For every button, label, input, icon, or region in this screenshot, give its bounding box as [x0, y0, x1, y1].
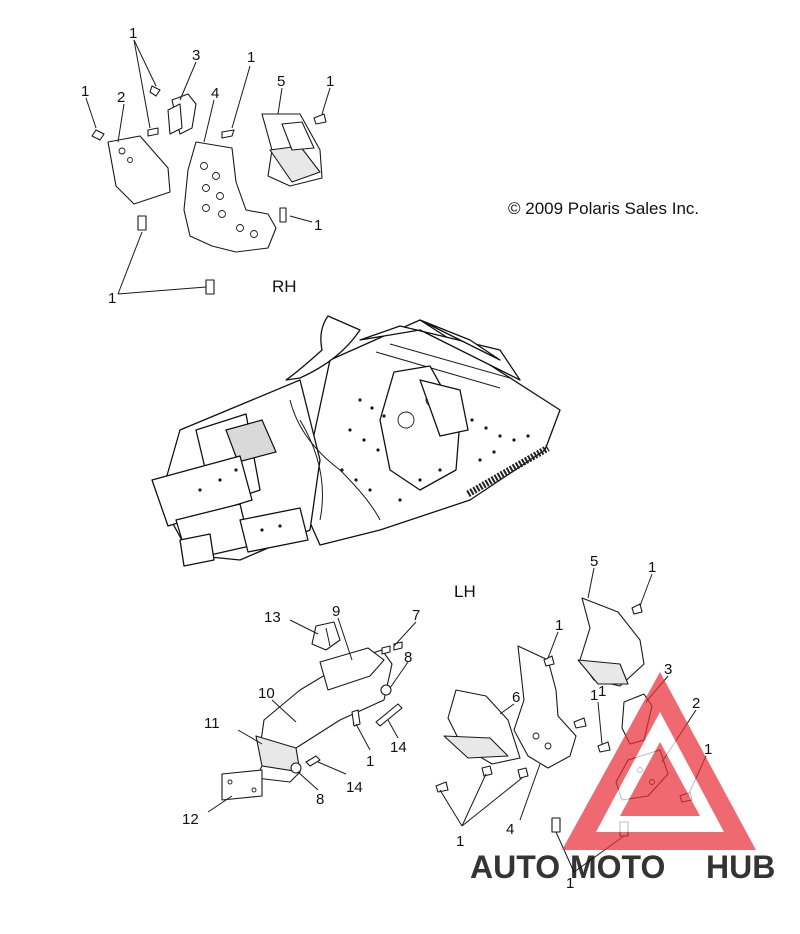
lh-fastener: [351, 709, 361, 727]
lh-callout: 2: [692, 695, 700, 712]
rh-fastener: [279, 207, 287, 223]
lh-callout: 1: [566, 875, 574, 892]
lh-callout: 12: [182, 811, 199, 828]
rh-fastener: [149, 85, 161, 97]
lh-callout: 8: [404, 649, 412, 666]
rh-fastener: [91, 129, 105, 141]
lh-part-13-clip: [311, 621, 341, 651]
rh-fastener: [221, 129, 235, 139]
rh-callout: 2: [117, 89, 125, 106]
lh-fastener: [435, 781, 449, 793]
lh-section-label: LH: [454, 582, 476, 601]
watermark-text: AUTO MOTO HUB: [470, 849, 775, 885]
chassis-frame: [151, 315, 561, 567]
lh-fastener: [517, 767, 529, 779]
rh-callout: 4: [211, 85, 219, 102]
rh-fastener: [313, 113, 327, 125]
lh-part-8-grommet: [290, 762, 302, 774]
copyright-notice: © 2009 Polaris Sales Inc.: [508, 199, 699, 218]
watermark-inner-triangle-icon: [620, 742, 700, 816]
lh-callout: 1: [590, 687, 598, 704]
lh-part-9-panel: [319, 647, 385, 691]
lh-fastener: [551, 817, 561, 833]
rh-callout: 1: [81, 83, 89, 100]
lh-callout: 4: [506, 821, 514, 838]
rh-callout: 5: [277, 73, 285, 90]
lh-part-12-plate: [221, 769, 263, 801]
watermark-logo: [562, 672, 756, 850]
lh-callout: 3: [664, 661, 672, 678]
lh-part-14-rod: [305, 755, 321, 767]
rh-callout: 1: [247, 49, 255, 66]
lh-callout: 1: [598, 683, 606, 700]
rh-fastener: [205, 279, 215, 295]
rh-callout: 1: [314, 217, 322, 234]
lh-callout: 9: [332, 603, 340, 620]
rh-fastener: [137, 215, 147, 231]
lh-callout: 14: [390, 739, 407, 756]
lh-fastener: [573, 717, 587, 729]
rh-fastener: [147, 127, 159, 137]
rh-callout: 1: [108, 290, 116, 307]
lh-fastener: [631, 603, 643, 615]
lh-part-8-grommet: [380, 684, 392, 696]
lh-callout: 14: [346, 779, 363, 796]
lh-fastener: [481, 765, 493, 777]
lh-part-7-screw: [381, 645, 391, 655]
lh-fastener: [543, 655, 555, 667]
lh-callout: 11: [204, 715, 220, 732]
watermark-word-hub: HUB: [706, 849, 775, 885]
rh-parts-group: [85, 39, 331, 295]
lh-callout: 1: [456, 833, 464, 850]
lh-callout: 10: [258, 685, 275, 702]
lh-callout: 8: [316, 791, 324, 808]
watermark-word-moto: MOTO: [570, 849, 665, 885]
lh-part-14-rod: [375, 703, 403, 727]
watermark-word-auto: AUTO: [470, 849, 560, 885]
lh-fastener: [597, 741, 611, 753]
lh-part-4-bracket: [513, 645, 577, 769]
lh-callout: 1: [555, 617, 563, 634]
rh-part-2-plate: [107, 135, 171, 205]
lh-callout: 7: [412, 607, 420, 624]
lh-callout: 1: [648, 559, 656, 576]
lh-callout: 5: [590, 553, 598, 570]
rh-section-label: RH: [272, 277, 297, 296]
rh-callout: 3: [192, 47, 200, 64]
lh-callout: 1: [366, 753, 374, 770]
lh-part-7-screw: [393, 641, 403, 651]
lh-callout: 13: [264, 609, 281, 626]
rh-callout: 1: [129, 25, 137, 42]
lh-callout: 6: [512, 689, 520, 706]
rh-callout: 1: [326, 73, 334, 90]
lh-callout: 1: [704, 741, 712, 758]
rh-part-4-bracket: [183, 141, 277, 253]
